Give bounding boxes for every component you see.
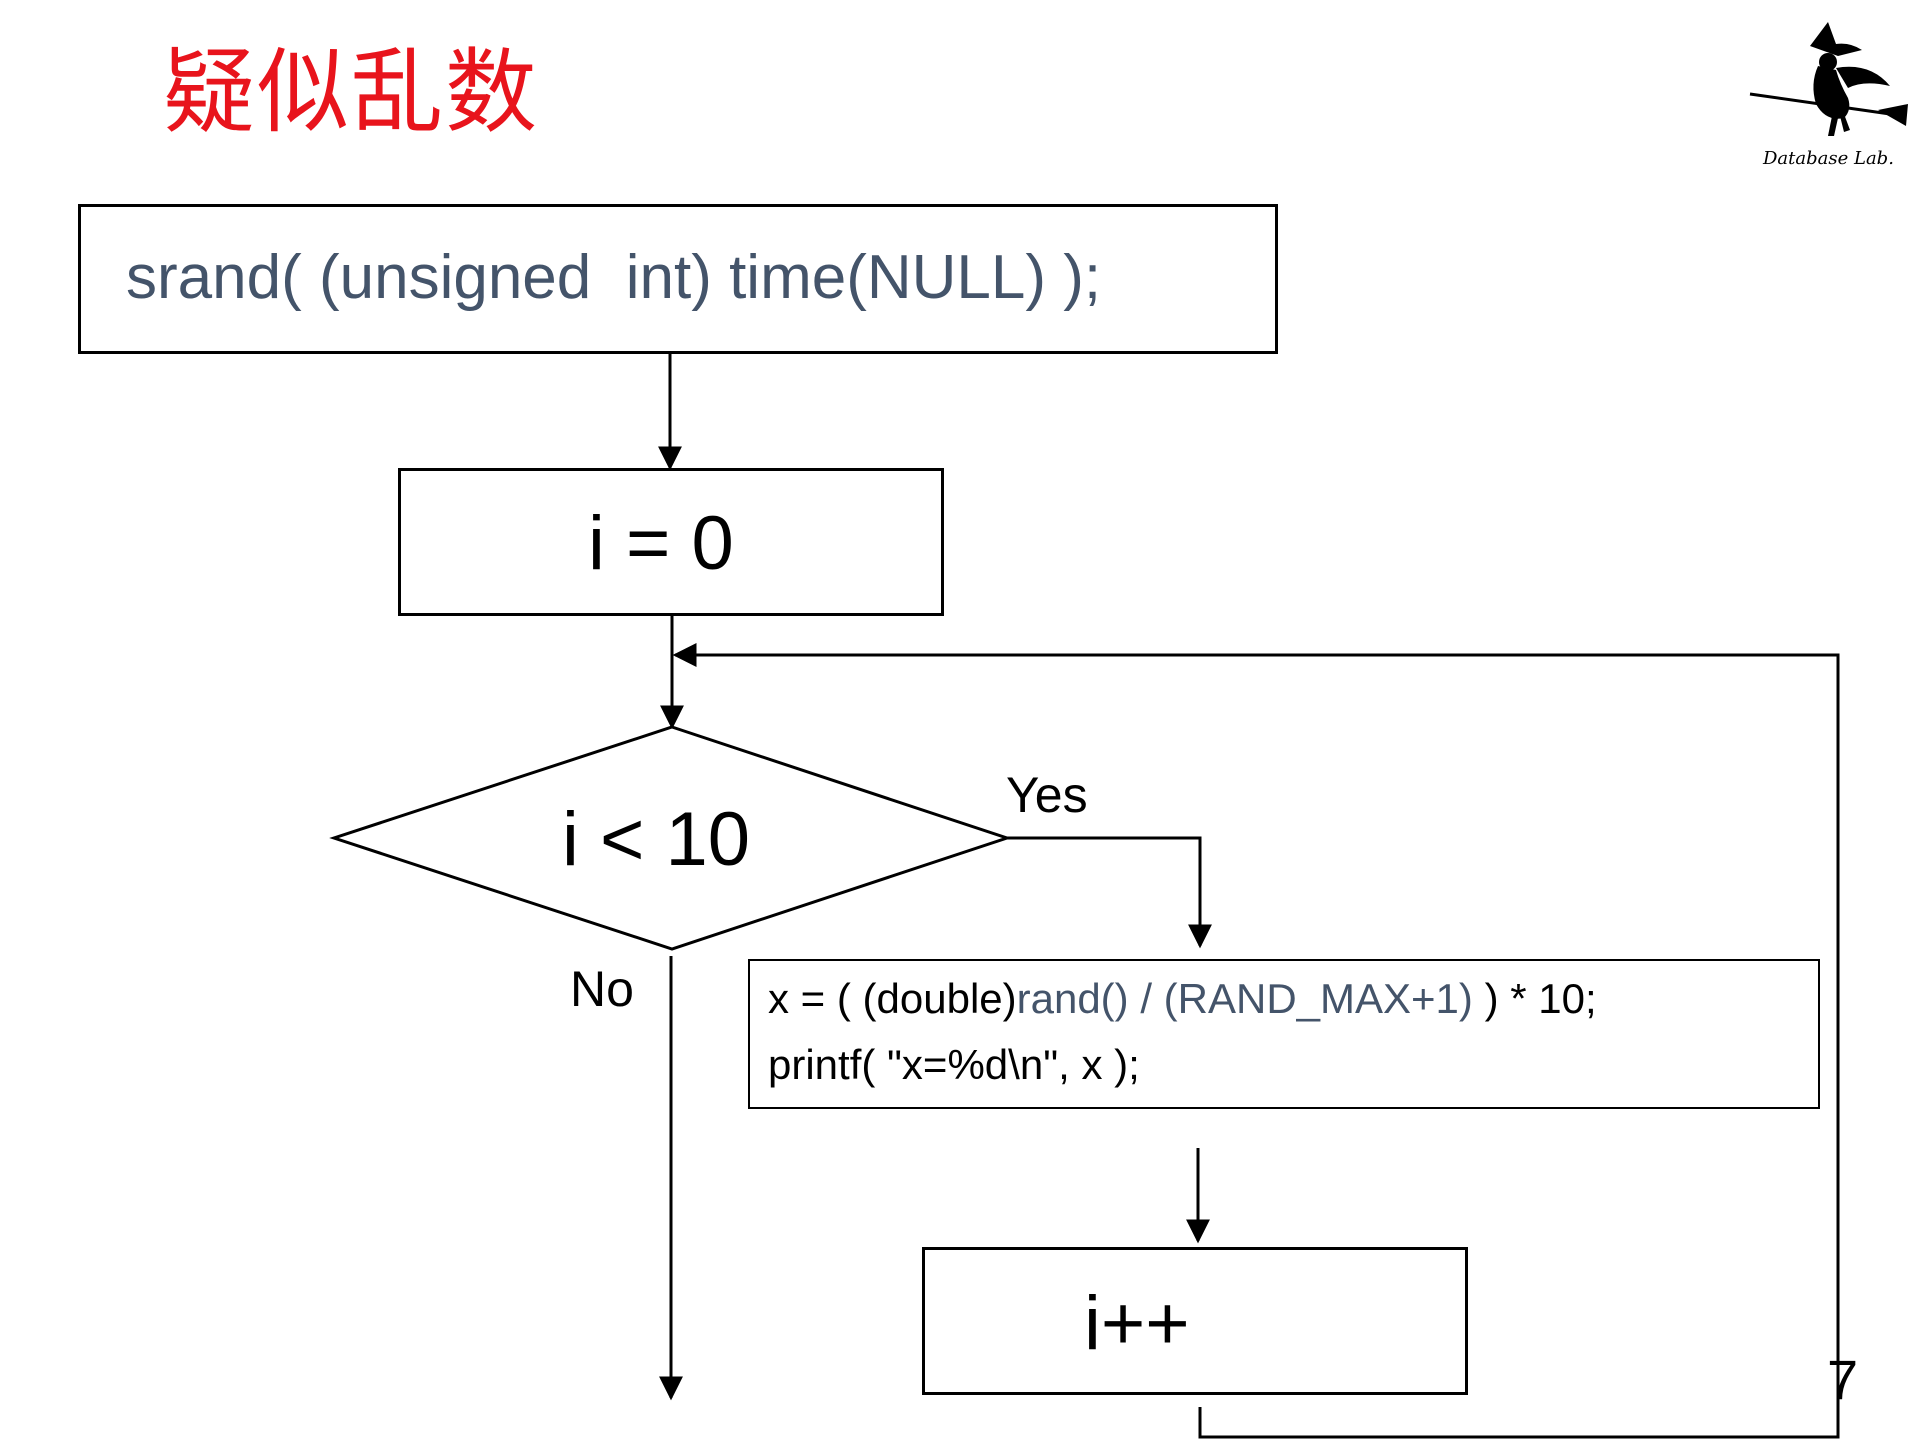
slide-title: 疑似乱数	[163, 39, 540, 146]
yes-label: Yes	[1006, 767, 1088, 823]
srand-box	[78, 204, 1278, 354]
body-line-1: x = ( (double)rand() / (RAND_MAX+1) ) * …	[768, 975, 1597, 1023]
arrow-yes-branch	[1007, 836, 1212, 949]
init-box	[398, 468, 944, 616]
increment-text: i++	[1084, 1281, 1190, 1366]
srand-code: srand( (unsigned int) time(NULL) );	[126, 243, 1102, 312]
witch-logo-icon	[1749, 22, 1908, 136]
body-line-1-part-a: x = ( (double)	[768, 975, 1017, 1022]
condition-diamond	[329, 725, 1012, 951]
no-label: No	[570, 961, 634, 1017]
condition-text: i < 10	[562, 797, 751, 882]
body-line-2: printf( "x=%d\n", x );	[768, 1041, 1140, 1088]
body-line-1-part-c: ) * 10;	[1472, 975, 1597, 1022]
loop-back-line	[672, 643, 1840, 1439]
loop-body-box	[748, 959, 1820, 1109]
init-text: i = 0	[588, 501, 734, 586]
page-number: 7	[1827, 1348, 1859, 1411]
increment-box	[922, 1247, 1468, 1395]
body-line-1-part-b: rand() / (RAND_MAX+1)	[1016, 975, 1473, 1022]
logo-text: Database Lab.	[1763, 148, 1894, 169]
